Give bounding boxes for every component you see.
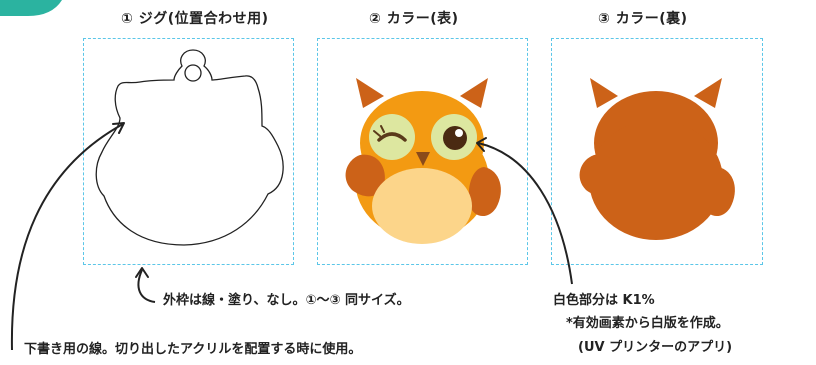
arrow-white-note — [476, 137, 573, 285]
corner-badge — [0, 0, 62, 16]
arrow-frame-note — [135, 267, 156, 303]
white-note-line2: *有効画素から白版を作成。 — [566, 316, 729, 331]
sketch-note: 下書き用の線。切り出したアクリルを配置する時に使用。 — [24, 342, 362, 357]
arrow-sketch-note — [10, 122, 125, 351]
white-note-line3: (UV プリンターのアプリ) — [578, 340, 733, 355]
owl-front-illustration — [345, 78, 501, 244]
panel-label-color-back: ③ カラー(裏) — [598, 11, 688, 27]
owl-back-silhouette — [579, 78, 735, 240]
panel-color-front — [317, 38, 528, 265]
white-note-line1: 白色部分は K1% — [553, 293, 655, 308]
panel-label-jig: ① ジグ(位置合わせ用) — [121, 11, 269, 27]
panel-color-back — [551, 38, 763, 265]
frame-note: 外枠は線・塗り、なし。①〜③ 同サイズ。 — [163, 293, 410, 308]
jig-outline — [95, 49, 284, 246]
panel-label-color-front: ② カラー(表) — [369, 11, 459, 27]
